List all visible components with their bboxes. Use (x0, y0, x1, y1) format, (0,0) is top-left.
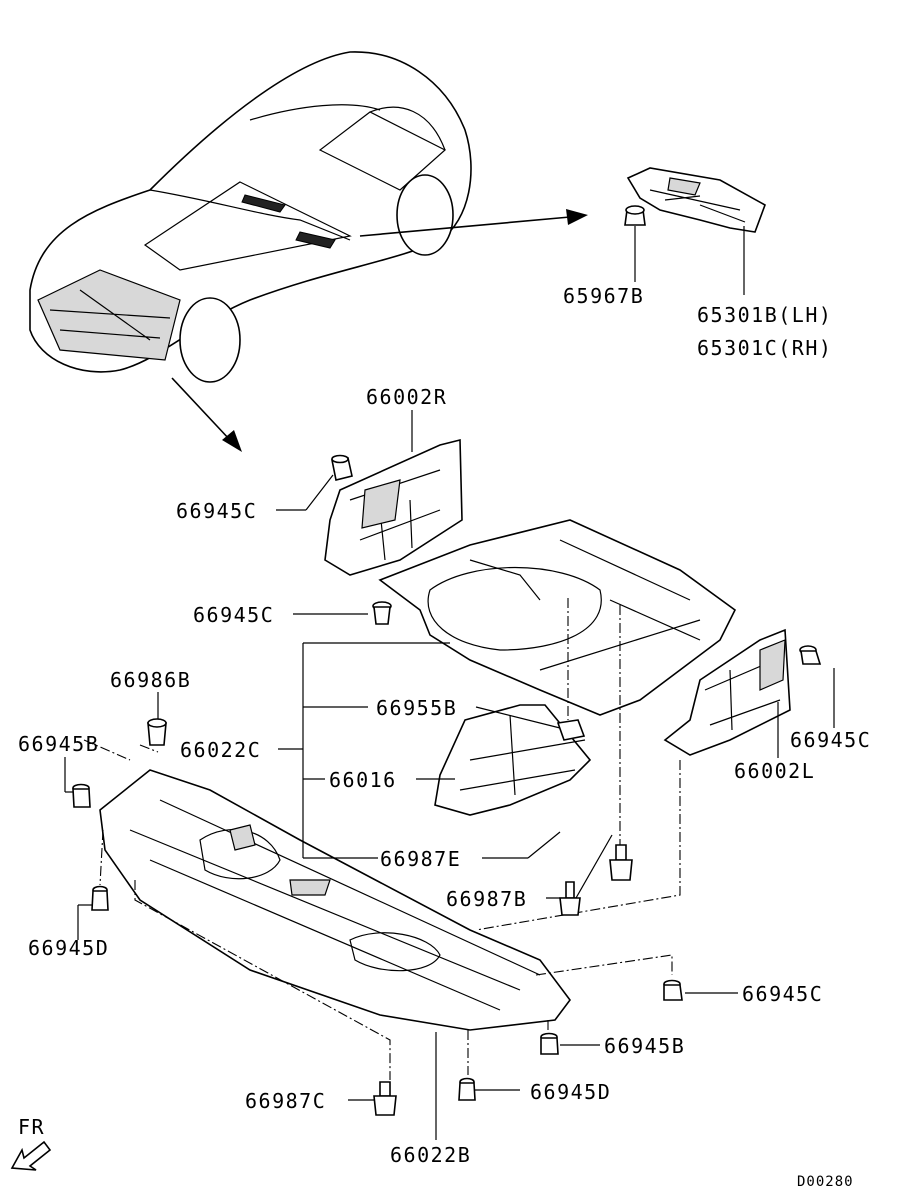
callout-66022B: 66022B (390, 1143, 471, 1167)
callout-66945D-2: 66945D (530, 1080, 611, 1104)
cover-66016 (434, 704, 592, 816)
callout-66016: 66016 (329, 768, 397, 792)
callout-66987B: 66987B (446, 887, 527, 911)
callout-66945B-2: 66945B (604, 1034, 685, 1058)
callout-66986B: 66986B (110, 668, 191, 692)
clip-66945D-1-icon (91, 885, 109, 911)
callout-66945C-2: 66945C (193, 603, 274, 627)
leader-lines (64, 474, 835, 1140)
clip-66955B-icon (556, 719, 586, 741)
front-label: FR (18, 1115, 45, 1139)
front-direction-arrow-icon (10, 1140, 52, 1171)
callout-65301B: 65301B(LH) (697, 303, 832, 327)
callout-66945C-1: 66945C (176, 499, 257, 523)
clip-66986B-icon (147, 718, 167, 746)
callout-66022C: 66022C (180, 738, 261, 762)
diagram-code: D00280 (797, 1174, 854, 1187)
undercover-66022C (378, 519, 737, 716)
panel-66002R (324, 438, 463, 576)
clip-66945B-2-icon (540, 1032, 559, 1055)
bolt-66987B-icon (609, 844, 633, 881)
clip-66945C-2-icon (372, 601, 392, 625)
clip-66945C-3-icon (799, 645, 822, 665)
callout-66987E: 66987E (380, 847, 461, 871)
callout-66945D-1: 66945D (28, 936, 109, 960)
callout-66955B: 66955B (376, 696, 457, 720)
callout-65967B: 65967B (563, 284, 644, 308)
panel-66002L (663, 628, 791, 756)
clip-66945C-4-icon (663, 979, 683, 1001)
callout-66945C-3: 66945C (790, 728, 871, 752)
callout-66945B-1: 66945B (18, 732, 99, 756)
vehicle-overview (29, 51, 472, 383)
callout-65301C: 65301C(RH) (697, 336, 832, 360)
callout-66945C-4: 66945C (742, 982, 823, 1006)
side-cover-65301 (626, 167, 766, 233)
front-direction-indicator: FR (10, 1115, 52, 1171)
callout-labels: 65967B 65301B(LH) 65301C(RH) 66002R 6694… (18, 284, 871, 1167)
callout-66987C: 66987C (245, 1089, 326, 1113)
callout-66002L: 66002L (734, 759, 815, 783)
clip-65967B-icon (624, 205, 646, 226)
callout-66002R: 66002R (366, 385, 447, 409)
pointer-arrows (171, 209, 588, 452)
clip-66945D-2-icon (458, 1077, 476, 1101)
bolt-66987E-icon (559, 881, 581, 916)
clip-66945C-1-icon (331, 454, 353, 481)
clip-66945B-1-icon (72, 783, 91, 808)
undercover-66022B (99, 769, 571, 1031)
bolt-66987C-icon (373, 1081, 397, 1116)
